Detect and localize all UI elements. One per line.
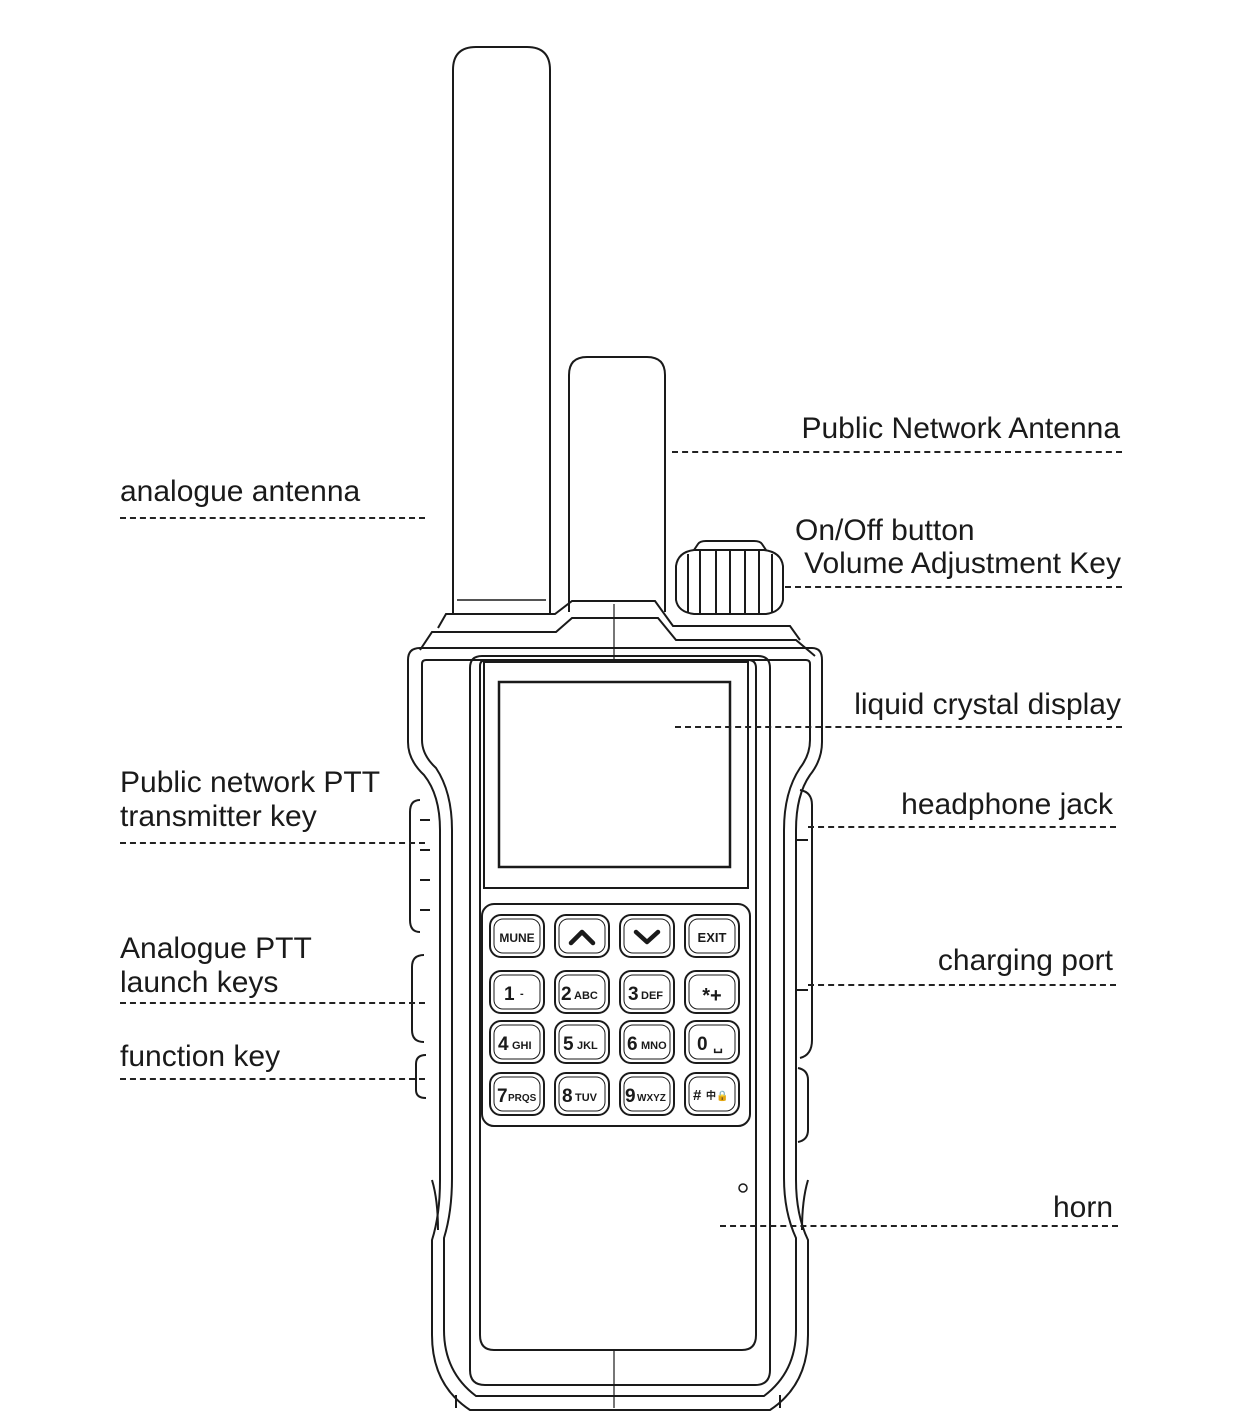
key-1[interactable] [489, 970, 545, 1014]
label-public-ptt-2: transmitter key [120, 800, 317, 833]
right-side-ports [796, 789, 813, 1143]
leader-public-network-antenna [672, 451, 1122, 453]
leader-lcd [675, 726, 1122, 728]
lcd-screen [483, 661, 749, 889]
key-9-digit: 9 [625, 1086, 636, 1107]
key-1-sub: - [520, 988, 524, 1000]
key-up[interactable] [554, 914, 610, 958]
key-4-digit: 4 [498, 1034, 509, 1055]
key-6-digit: 6 [627, 1034, 638, 1055]
front-panel [469, 604, 771, 1408]
volume-knob [675, 540, 784, 615]
leader-volume-key [785, 586, 1122, 588]
label-headphone-jack: headphone jack [901, 788, 1113, 821]
key-2-digit: 2 [561, 984, 572, 1005]
key-4-sub: GHI [512, 1040, 532, 1052]
leader-charging-port [808, 984, 1116, 986]
leader-horn [720, 1225, 1118, 1227]
chevron-down-icon [633, 929, 661, 945]
public-network-antenna [568, 356, 666, 612]
label-lcd: liquid crystal display [854, 688, 1121, 721]
key-hash-digit: # [693, 1087, 702, 1104]
label-function-key: function key [120, 1040, 281, 1073]
label-analogue-ptt-2: launch keys [120, 966, 279, 999]
lower-grooves [431, 1179, 809, 1231]
key-6[interactable] [619, 1020, 675, 1064]
key-0[interactable] [684, 1020, 740, 1064]
radio-body [407, 647, 823, 1411]
top-collar [419, 600, 816, 657]
key-6-sub: MNO [641, 1040, 667, 1052]
key-exit-label: EXIT [698, 930, 727, 945]
key-8[interactable] [554, 1072, 610, 1116]
label-charging-port: charging port [937, 944, 1113, 977]
left-side-buttons [409, 799, 430, 1099]
label-public-ptt-1: Public network PTT [120, 766, 381, 799]
key-2-sub: ABC [574, 990, 598, 1002]
key-5-digit: 5 [563, 1034, 574, 1055]
key-star-label: *+ [702, 985, 721, 1007]
key-4[interactable] [489, 1020, 545, 1064]
keypad-frame [481, 903, 751, 1127]
leader-public-ptt [120, 842, 425, 844]
label-analogue-antenna: analogue antenna [120, 475, 361, 508]
key-exit[interactable] [684, 914, 740, 958]
key-7-sub: PRQS [508, 1093, 537, 1104]
label-horn: horn [1052, 1191, 1113, 1224]
key-menu-label: MUNE [499, 931, 534, 945]
key-3-digit: 3 [628, 984, 639, 1005]
chevron-up-icon [568, 929, 596, 946]
key-menu[interactable] [489, 914, 545, 958]
label-analogue-ptt-1: Analogue PTT [120, 932, 312, 965]
leader-headphone-jack [808, 826, 1116, 828]
key-5[interactable] [554, 1020, 610, 1064]
key-5-sub: JKL [577, 1040, 598, 1052]
key-7[interactable] [489, 1072, 545, 1116]
analogue-antenna [452, 46, 551, 615]
key-star[interactable] [684, 970, 740, 1014]
label-volume-key: Volume Adjustment Key [804, 547, 1121, 580]
mic-hole [738, 1183, 748, 1193]
key-down[interactable] [619, 914, 675, 958]
key-hash[interactable] [684, 1072, 740, 1116]
key-2[interactable] [554, 970, 610, 1014]
leader-analogue-ptt [120, 1002, 425, 1004]
leader-analogue-antenna [120, 517, 425, 519]
key-7-digit: 7 [497, 1086, 508, 1107]
key-9-sub: WXYZ [637, 1093, 666, 1104]
key-hash-sub: 中🔒 [706, 1089, 728, 1102]
label-onoff-button: On/Off button [795, 514, 975, 547]
leader-function-key [120, 1078, 425, 1080]
key-0-digit: 0 [697, 1034, 708, 1055]
key-8-digit: 8 [562, 1086, 573, 1107]
key-8-sub: TUV [575, 1092, 598, 1104]
key-9[interactable] [619, 1072, 675, 1116]
key-0-sub: ␣ [713, 1037, 723, 1054]
key-1-digit: 1 [504, 984, 515, 1005]
key-3-sub: DEF [641, 990, 663, 1002]
label-public-network-antenna: Public Network Antenna [801, 412, 1120, 445]
key-3[interactable] [619, 970, 675, 1014]
